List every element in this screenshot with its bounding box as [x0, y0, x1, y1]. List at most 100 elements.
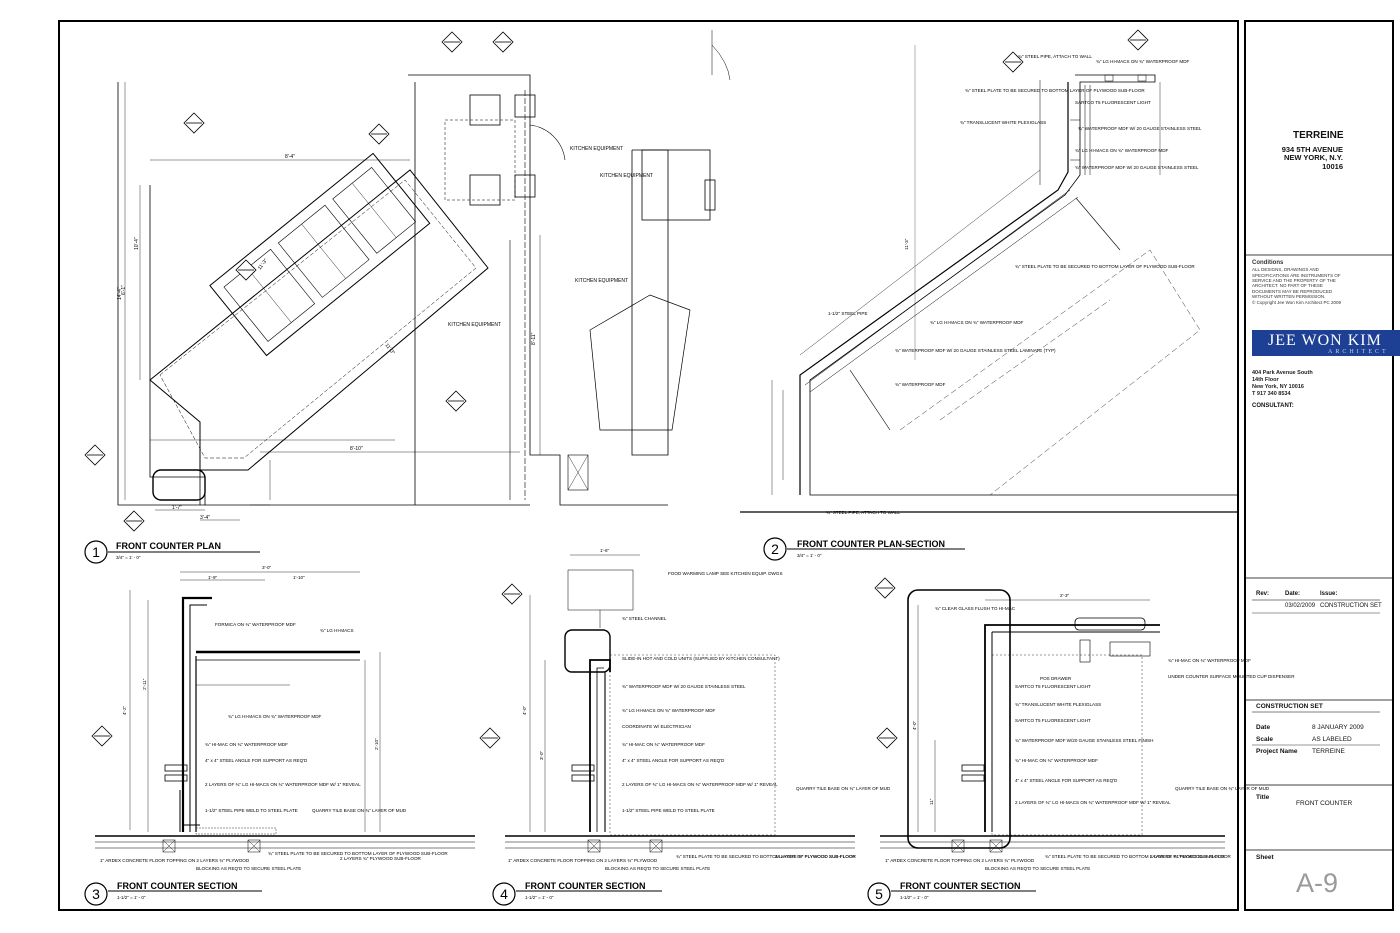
section-marker: [91, 725, 113, 747]
view-1-labels: KITCHEN EQUIPMENT KITCHEN EQUIPMENT KITC…: [117, 146, 653, 521]
note-steel-pipe: ¾" STEEL PIPE, ATTACH TO WALL: [826, 510, 900, 515]
note-lg-himacs: ¾" LG HI-MACS ON ¾" WATERPROOF MDF: [930, 320, 1024, 325]
issue-header: Issue:: [1320, 591, 1338, 597]
sheet-label: Sheet: [1256, 854, 1274, 861]
view-4-labels: FOOD WARMING LAMP SEE KITCHEN EQUIP. DWG…: [508, 548, 891, 871]
note-ss-finish: ¾" WATERPROOF MDF W/20 GAUGE STAINLESS S…: [1015, 738, 1153, 743]
note-kitchen-equipment: KITCHEN EQUIPMENT: [575, 278, 628, 284]
view-title: FRONT COUNTER SECTION: [900, 881, 1021, 891]
note-waterproof-mdf: ¾" WATERPROOF MDF: [895, 382, 946, 387]
conditions-block: Conditions ALL DESIGNS, DRAWINGS AND SPE…: [1252, 260, 1352, 305]
view-scale: 1-1/2" = 1' - 0": [117, 895, 146, 900]
dim-label: 1'-6": [600, 548, 610, 553]
section-marker: [123, 510, 145, 532]
view-title-5: 5 FRONT COUNTER SECTION 1-1/2" = 1' - 0": [867, 881, 1036, 906]
section-marker: [441, 31, 463, 53]
section-marker: [492, 31, 514, 53]
note-waterproof-ss: ¾" WATERPROOF MDF W/ 20 GAUGE STAINLESS …: [1078, 126, 1202, 131]
dim-label: 4'-2": [122, 705, 127, 715]
section-marker: [479, 727, 501, 749]
info-label-project: Project Name: [1256, 748, 1298, 755]
dim-label: 11'-3": [904, 238, 909, 250]
info-value-scale: AS LABELED: [1312, 736, 1352, 743]
note-plate: ¾" STEEL PLATE TO BE SECURED TO BOTTOM L…: [1045, 854, 1225, 859]
dim-label: 2'-3": [1060, 593, 1070, 598]
note-sartco: SARTCO T5 FLUORESCENT LIGHT: [1075, 100, 1151, 105]
address-line: NEW YORK, N.Y.: [1283, 153, 1343, 163]
info-label-scale: Scale: [1256, 736, 1273, 743]
section-marker: [84, 444, 106, 466]
note-formica: FORMICA ON ¾" WATERPROOF MDF: [215, 622, 296, 627]
note-sartco: SARTCO T5 FLUORESCENT LIGHT: [1015, 718, 1091, 723]
section-markers: [84, 29, 1149, 749]
dim-label: 10'-4": [134, 237, 140, 250]
note-lg-himacs-mdf: ¾" LG HI-MACS ON ¾" WATERPROOF MDF: [228, 714, 322, 719]
note-angle: 4" x 4" STEEL ANGLE FOR SUPPORT AS REQ'D: [1015, 778, 1118, 783]
dim-label: 6'-1": [121, 285, 127, 295]
view-2-labels: ¾" STEEL PIPE, ATTACH TO WALL ¾" LG HI-M…: [826, 54, 1202, 515]
note-sartco: SARTCO T5 FLUORESCENT LIGHT: [1015, 684, 1091, 689]
svg-text:2: 2: [771, 541, 779, 557]
dim-label: 1'-9": [208, 575, 218, 580]
title-label: Title: [1256, 794, 1270, 801]
view-title: FRONT COUNTER SECTION: [117, 881, 238, 891]
dim-label: 8'-4": [285, 154, 295, 160]
info-label-date: Date: [1256, 724, 1271, 731]
note-himac-mdf: ¾" HI-MAC ON ¾" WATERPROOF MDF: [1168, 658, 1251, 663]
view-1-plan: [117, 30, 731, 521]
note-coordinate: COORDINATE W/ ELECTRICIAN: [622, 724, 691, 729]
note-lg-himacs-mdf: ¾" LG HI-MACS ON ¾" WATERPROOF MDF: [622, 708, 716, 713]
note-laminate: ¾" WATERPROOF MDF W/ 20 GAUGE STAINLESS …: [895, 348, 1056, 353]
note-angle: 4" x 4" STEEL ANGLE FOR SUPPORT AS REQ'D: [205, 758, 308, 763]
svg-text:4: 4: [500, 886, 508, 902]
firm-address-line: 14th Floor: [1252, 376, 1279, 383]
note-himac-mdf: ¾" HI-MAC ON ¾" WATERPROOF MDF: [622, 742, 705, 747]
rev-issue: CONSTRUCTION SET: [1320, 603, 1382, 609]
title-value: FRONT COUNTER: [1296, 800, 1353, 807]
section-marker: [445, 390, 467, 412]
note-plywood: 2 LAYERS ¾" PLYWOOD SUB-FLOOR: [775, 854, 857, 859]
note-slide-in: SLIDE-IN HOT AND COLD UNITS (SUPPLIED BY…: [622, 656, 780, 661]
section-marker: [183, 112, 205, 134]
note-himac-mdf: ¾" HI-MAC ON ¾" WATERPROOF MDF: [205, 742, 288, 747]
view-title-2: 2 FRONT COUNTER PLAN-SECTION 3/4" = 1' -…: [763, 537, 965, 561]
view-title: FRONT COUNTER PLAN-SECTION: [797, 539, 945, 549]
drawing-border: [58, 20, 1239, 911]
note-kitchen-equipment: KITCHEN EQUIPMENT: [448, 322, 501, 328]
note-ardex: 1" ARDEX CONCRETE FLOOR TOPPING ON 2 LAY…: [885, 858, 1035, 863]
note-ardex: 1" ARDEX CONCRETE FLOOR TOPPING ON 2 LAY…: [508, 858, 658, 863]
dim-label: 11": [929, 798, 934, 805]
section-marker: [876, 727, 898, 749]
project-name: TERREINE: [1293, 130, 1344, 141]
dim-label: 3'-4": [200, 515, 210, 521]
note-lg-himacs: ¾" LG HI-MACS ON ¾" WATERPROOF MDF: [1096, 59, 1190, 64]
firm-name: JEE WON KIM: [1268, 332, 1382, 349]
svg-text:5: 5: [875, 886, 883, 902]
firm-logo: JEE WON KIM ARCHITECT: [1252, 330, 1400, 356]
note-channel: ¾" STEEL CHANNEL: [622, 616, 667, 621]
note-ardex: 1" ARDEX CONCRETE FLOOR TOPPING ON 2 LAY…: [100, 858, 250, 863]
set-label: CONSTRUCTION SET: [1256, 703, 1323, 710]
section-marker: [501, 583, 523, 605]
view-title: FRONT COUNTER PLAN: [116, 541, 221, 551]
consultant-label: CONSULTANT:: [1252, 403, 1294, 409]
svg-text:3: 3: [92, 886, 100, 902]
note-two-layers: 2 LAYERS OF ¾" LG HI-MACS ON ¾" WATERPRO…: [622, 782, 778, 787]
note-pos: POS DRAWER: [1040, 676, 1072, 681]
dim-label: 8'-11": [531, 332, 537, 345]
note-pipe-weld: 1-1/2" STEEL PIPE WELD TO STEEL PLATE: [622, 808, 715, 813]
note-steel-plate: ¾" STEEL PLATE TO BE SECURED TO BOTTOM L…: [1015, 264, 1195, 269]
note-plywood: 2 LAYERS ¾" PLYWOOD SUB-FLOOR: [340, 856, 422, 861]
copyright: © Copyright Jee Won Kim Architect PC 200…: [1252, 299, 1342, 305]
note-quarry: QUARRY TILE BASE ON ¾" LAYER OF MUD: [312, 808, 407, 813]
note-plate: ¾" STEEL PLATE TO BE SECURED TO BOTTOM L…: [676, 854, 856, 859]
note-steel-plate: ¾" STEEL PLATE TO BE SECURED TO BOTTOM L…: [965, 88, 1145, 93]
dim-label: 11'-3": [257, 258, 269, 272]
view-scale: 3/4" = 1' - 0": [797, 553, 822, 558]
note-two-layers: 2 LAYERS OF ¾" LG HI-MACS ON ¾" WATERPRO…: [205, 782, 361, 787]
address-line: 10016: [1322, 161, 1343, 171]
note-quarry: QUARRY TILE BASE ON ¾" LAYER OF MUD: [1175, 786, 1270, 791]
note-under-counter: UNDER COUNTER SURFACE MOUNTED CUP DISPEN…: [1168, 674, 1295, 679]
note-waterproof-ss: ¾" WATERPROOF MDF W/ 20 GAUGE STAINLESS …: [1075, 165, 1199, 170]
